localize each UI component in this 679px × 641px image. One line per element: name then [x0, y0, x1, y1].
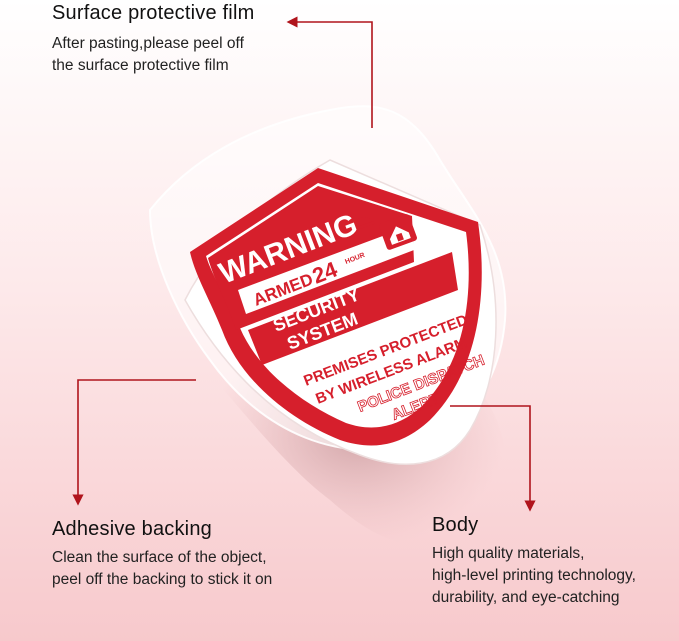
- film-arrow: [286, 16, 373, 128]
- callout-surface-film-line2: the surface protective film: [52, 57, 229, 74]
- callout-surface-film-title: Surface protective film: [52, 2, 255, 24]
- sticker-shield: WARNING ARMED 24 HOUR SECURITY SYSTEM PR…: [190, 168, 487, 446]
- callout-adhesive-desc: Clean the surface of the object, peel of…: [52, 547, 272, 591]
- callout-arrows: [72, 16, 536, 512]
- callout-adhesive-title: Adhesive backing: [52, 518, 212, 540]
- body-arrow: [450, 405, 536, 512]
- callout-body-title: Body: [432, 514, 479, 536]
- callout-adhesive-backing: Adhesive backing Clean the surface of th…: [52, 518, 272, 591]
- callout-body: Body High quality materials, high-level …: [432, 514, 636, 609]
- callout-body-line2: high-level printing technology,: [432, 567, 636, 584]
- callout-surface-film-desc: After pasting,please peel off the surfac…: [52, 33, 254, 77]
- adhesive-arrow: [72, 379, 196, 506]
- callout-surface-film-line1: After pasting,please peel off: [52, 35, 244, 52]
- callout-body-line3: durability, and eye-catching: [432, 589, 620, 606]
- house-alarm-icon: [379, 214, 417, 250]
- callout-adhesive-line2: peel off the backing to stick it on: [52, 571, 273, 588]
- callout-body-desc: High quality materials, high-level print…: [432, 543, 636, 609]
- callout-adhesive-line1: Clean the surface of the object,: [52, 549, 267, 566]
- callout-surface-film: Surface protective film After pasting,pl…: [52, 2, 254, 77]
- callout-body-line1: High quality materials,: [432, 545, 585, 562]
- siren-icon: [352, 217, 375, 232]
